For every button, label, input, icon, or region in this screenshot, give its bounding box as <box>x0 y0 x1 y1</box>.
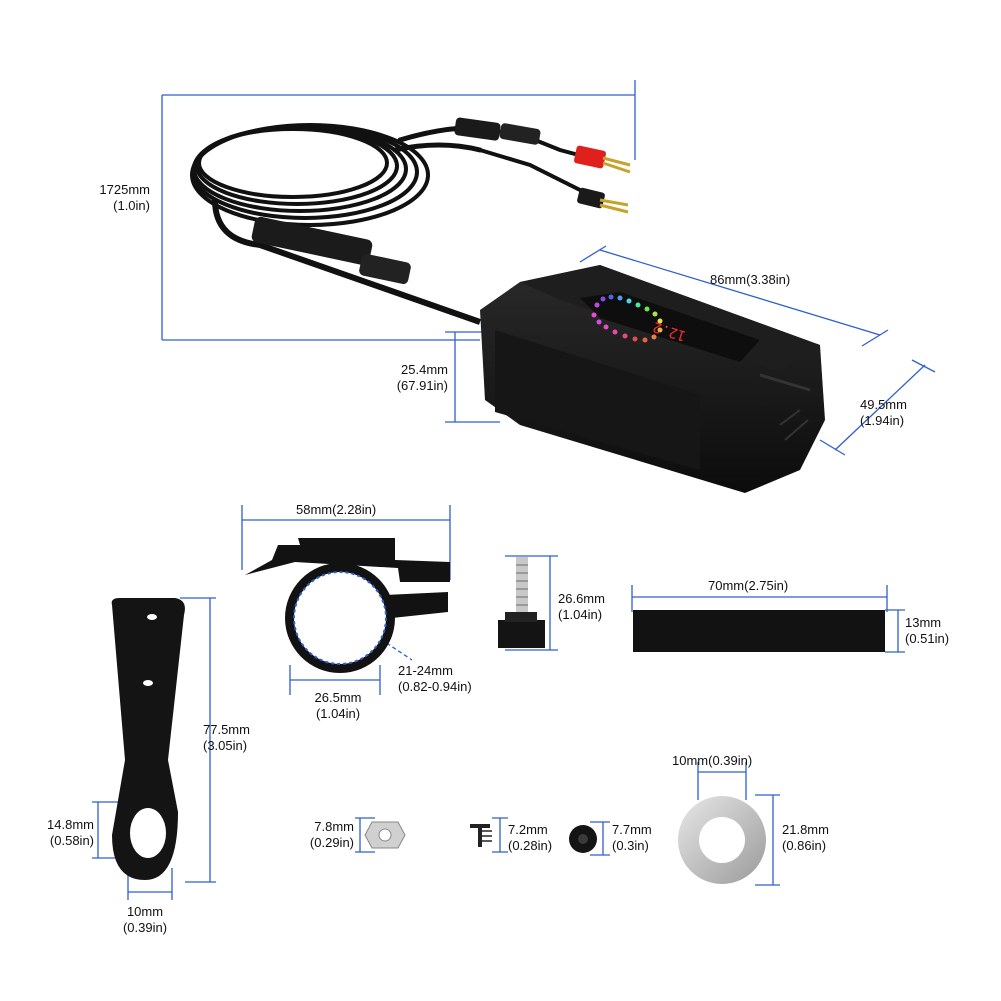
bracket-length-dimension <box>180 597 216 883</box>
washer-outer-dimension <box>755 794 780 886</box>
thumb-screw <box>498 557 545 648</box>
cap-label: 7.7mm(0.3in) <box>612 822 652 853</box>
rainbow-indicator-ring <box>591 294 663 343</box>
rubber-pad <box>633 610 885 652</box>
washer-inner-label: 10mm(0.39in) <box>672 753 753 768</box>
clamp-inner-label: 26.5mm(1.04in) <box>314 690 362 721</box>
bracket-hole-label: 14.8mm(0.58in) <box>47 817 94 848</box>
small-screw-dimension <box>492 817 508 853</box>
screw-length-label: 26.6mm(1.04in) <box>558 591 605 622</box>
cable-length-label: 1725mm(1.0in) <box>99 182 150 213</box>
nut-label: 7.8mm(0.29in) <box>309 819 354 850</box>
box-length-dimension <box>579 245 889 347</box>
main-cable <box>212 199 481 325</box>
cable-coil <box>190 123 483 227</box>
box-height-label: 25.4mm(67.91in) <box>396 362 448 393</box>
box-length-label: 86mm(3.38in) <box>710 272 791 287</box>
washer-outer-label: 21.8mm(0.86in) <box>782 822 829 853</box>
bracket-width-label: 10mm(0.39in) <box>122 904 168 935</box>
mounting-bracket <box>111 598 185 880</box>
nut-dimension <box>355 817 375 853</box>
pad-length-label: 70mm(2.75in) <box>708 578 789 593</box>
cable-length-dimension <box>161 80 636 341</box>
bracket-length-label: 77.5mm(3.05in) <box>203 722 250 753</box>
pad-height-label: 13mm(0.51in) <box>905 615 950 646</box>
small-screw <box>470 824 492 847</box>
end-cap <box>569 825 597 853</box>
box-width-label: 49.5mm(1.94in) <box>860 397 907 428</box>
cap-dimension <box>590 821 610 856</box>
clamp-range-label: 21-24mm(0.82-0.94in) <box>398 663 472 694</box>
pad-length-dimension <box>631 585 888 612</box>
hex-nut <box>364 821 406 849</box>
red-terminal <box>574 145 631 174</box>
handlebar-clamp <box>245 538 450 673</box>
box-width-dimension <box>819 359 936 456</box>
pad-height-dimension <box>885 609 905 653</box>
charger-box <box>480 265 825 493</box>
clamp-width-label: 58mm(2.28in) <box>296 502 377 517</box>
black-terminal <box>577 187 629 214</box>
washer <box>678 796 766 884</box>
small-screw-label: 7.2mm(0.28in) <box>508 822 553 853</box>
clamp-inner-dimension <box>289 665 381 695</box>
washer-inner-dimension <box>697 762 747 800</box>
screw-length-dimension <box>505 555 558 651</box>
inline-connector <box>454 117 541 145</box>
